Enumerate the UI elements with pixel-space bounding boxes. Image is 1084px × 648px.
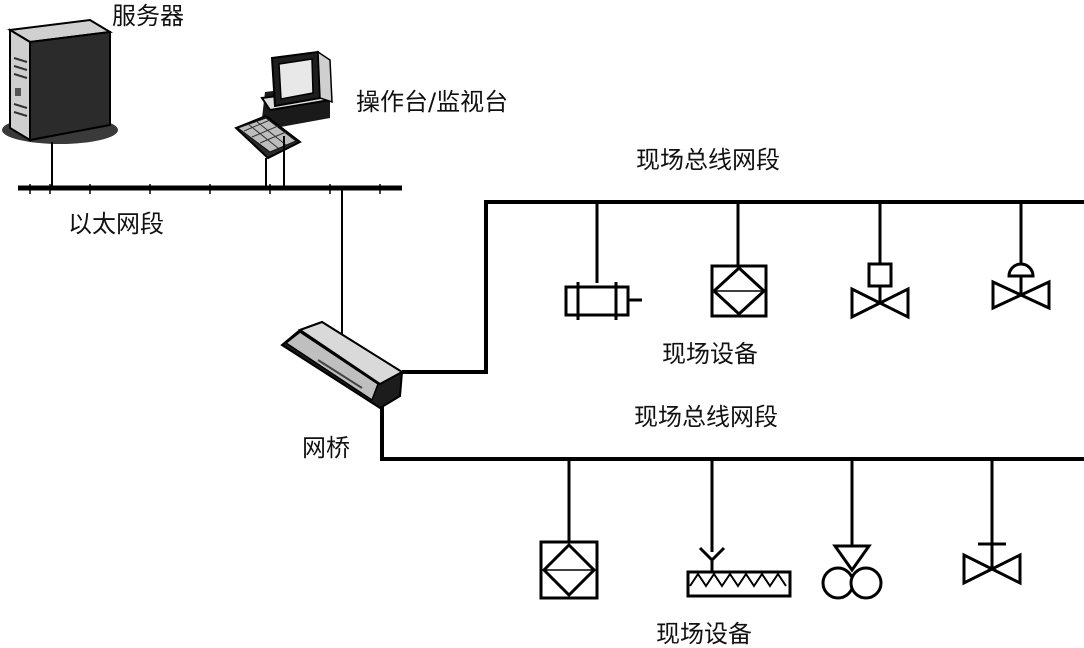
fieldbus-segment-top-label: 现场总线网段	[636, 146, 780, 174]
bridge-label: 网桥	[302, 434, 350, 462]
server-label: 服务器	[112, 2, 184, 30]
field-device-pump-icon	[821, 459, 883, 600]
field-device-motor-icon	[564, 202, 642, 320]
ethernet-segment-label: 以太网段	[68, 210, 164, 238]
fieldbus-segment-bottom-label: 现场总线网段	[634, 403, 778, 431]
field-device-transmitter-bottom-icon	[539, 459, 599, 600]
field-device-valve-bottom-icon	[962, 459, 1022, 586]
field-device-valve-diaphragm-icon	[991, 202, 1051, 311]
field-device-sensor-element-icon	[686, 459, 792, 598]
bridge-icon	[280, 190, 404, 410]
console-label: 操作台/监视台	[356, 88, 509, 116]
server-icon	[2, 18, 118, 186]
bridge-link-top	[402, 200, 1084, 374]
bridge-link-bottom	[380, 406, 1084, 461]
field-devices-bottom-label: 现场设备	[656, 620, 752, 648]
ethernet-ticks	[29, 184, 381, 194]
workstation-icon	[234, 50, 333, 186]
field-device-transmitter-icon	[710, 202, 768, 318]
field-devices-top-label: 现场设备	[662, 340, 758, 368]
field-device-valve-actuator-icon	[850, 202, 910, 320]
